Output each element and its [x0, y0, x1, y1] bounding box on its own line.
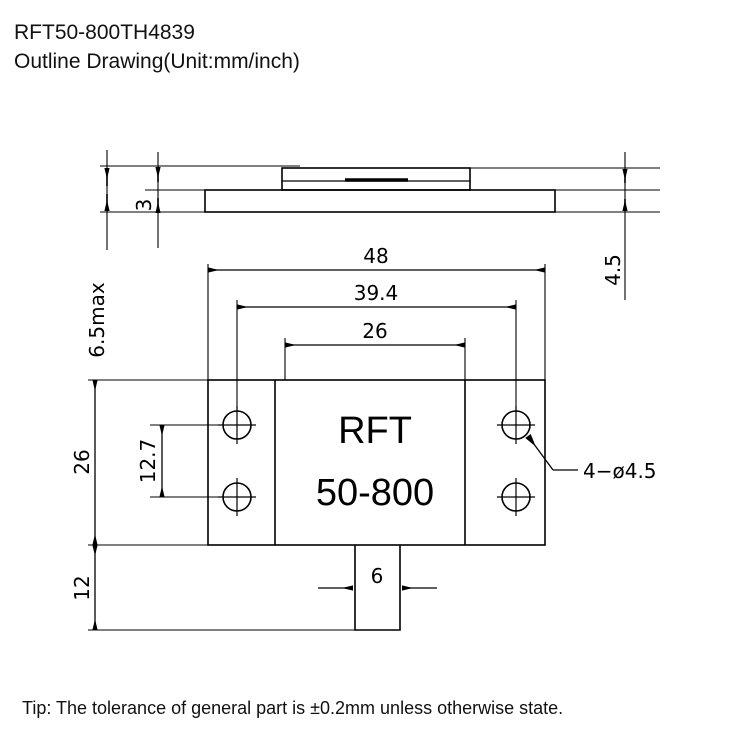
tolerance-note: Tip: The tolerance of general part is ±0… — [22, 698, 564, 718]
page-title: RFT50-800TH4839 — [14, 21, 195, 44]
label-overall-height: 26 — [70, 449, 94, 474]
body-marking-line1: RFT — [338, 410, 412, 452]
label-step-height: 4.5 — [601, 254, 625, 286]
page-subtitle: Outline Drawing(Unit:mm/inch) — [14, 50, 300, 73]
front-view-bottom-tab — [354, 545, 401, 631]
label-hole-spec: 4−ø4.5 — [583, 459, 657, 483]
front-view — [207, 379, 546, 631]
label-overall-width: 48 — [363, 244, 388, 268]
front-view-body-outline — [207, 379, 546, 546]
label-side-height-max: 6.5max — [85, 282, 109, 358]
dimension-labels: 6.5max 3 4.5 48 39.4 26 26 12.7 12 6 4−ø… — [70, 199, 657, 601]
body-marking: RFT 50-800 — [316, 410, 434, 514]
label-plate-thickness: 3 — [132, 199, 156, 212]
side-view-base-plate — [204, 189, 556, 213]
mounting-hole-bottom-right — [497, 478, 535, 516]
hole-callout-leader — [525, 433, 578, 471]
side-view-extension-lines — [100, 165, 660, 213]
label-tab-width: 6 — [371, 564, 384, 588]
title-block: RFT50-800TH4839 Outline Drawing(Unit:mm/… — [14, 18, 300, 76]
side-view-profile — [204, 167, 556, 213]
label-body-width: 26 — [362, 319, 387, 343]
label-hole-span-height: 12.7 — [136, 439, 160, 484]
body-marking-line2: 50-800 — [316, 472, 434, 514]
label-hole-span-width: 39.4 — [354, 281, 399, 305]
label-tab-length: 12 — [70, 575, 94, 600]
side-view-raised-block — [281, 167, 471, 191]
